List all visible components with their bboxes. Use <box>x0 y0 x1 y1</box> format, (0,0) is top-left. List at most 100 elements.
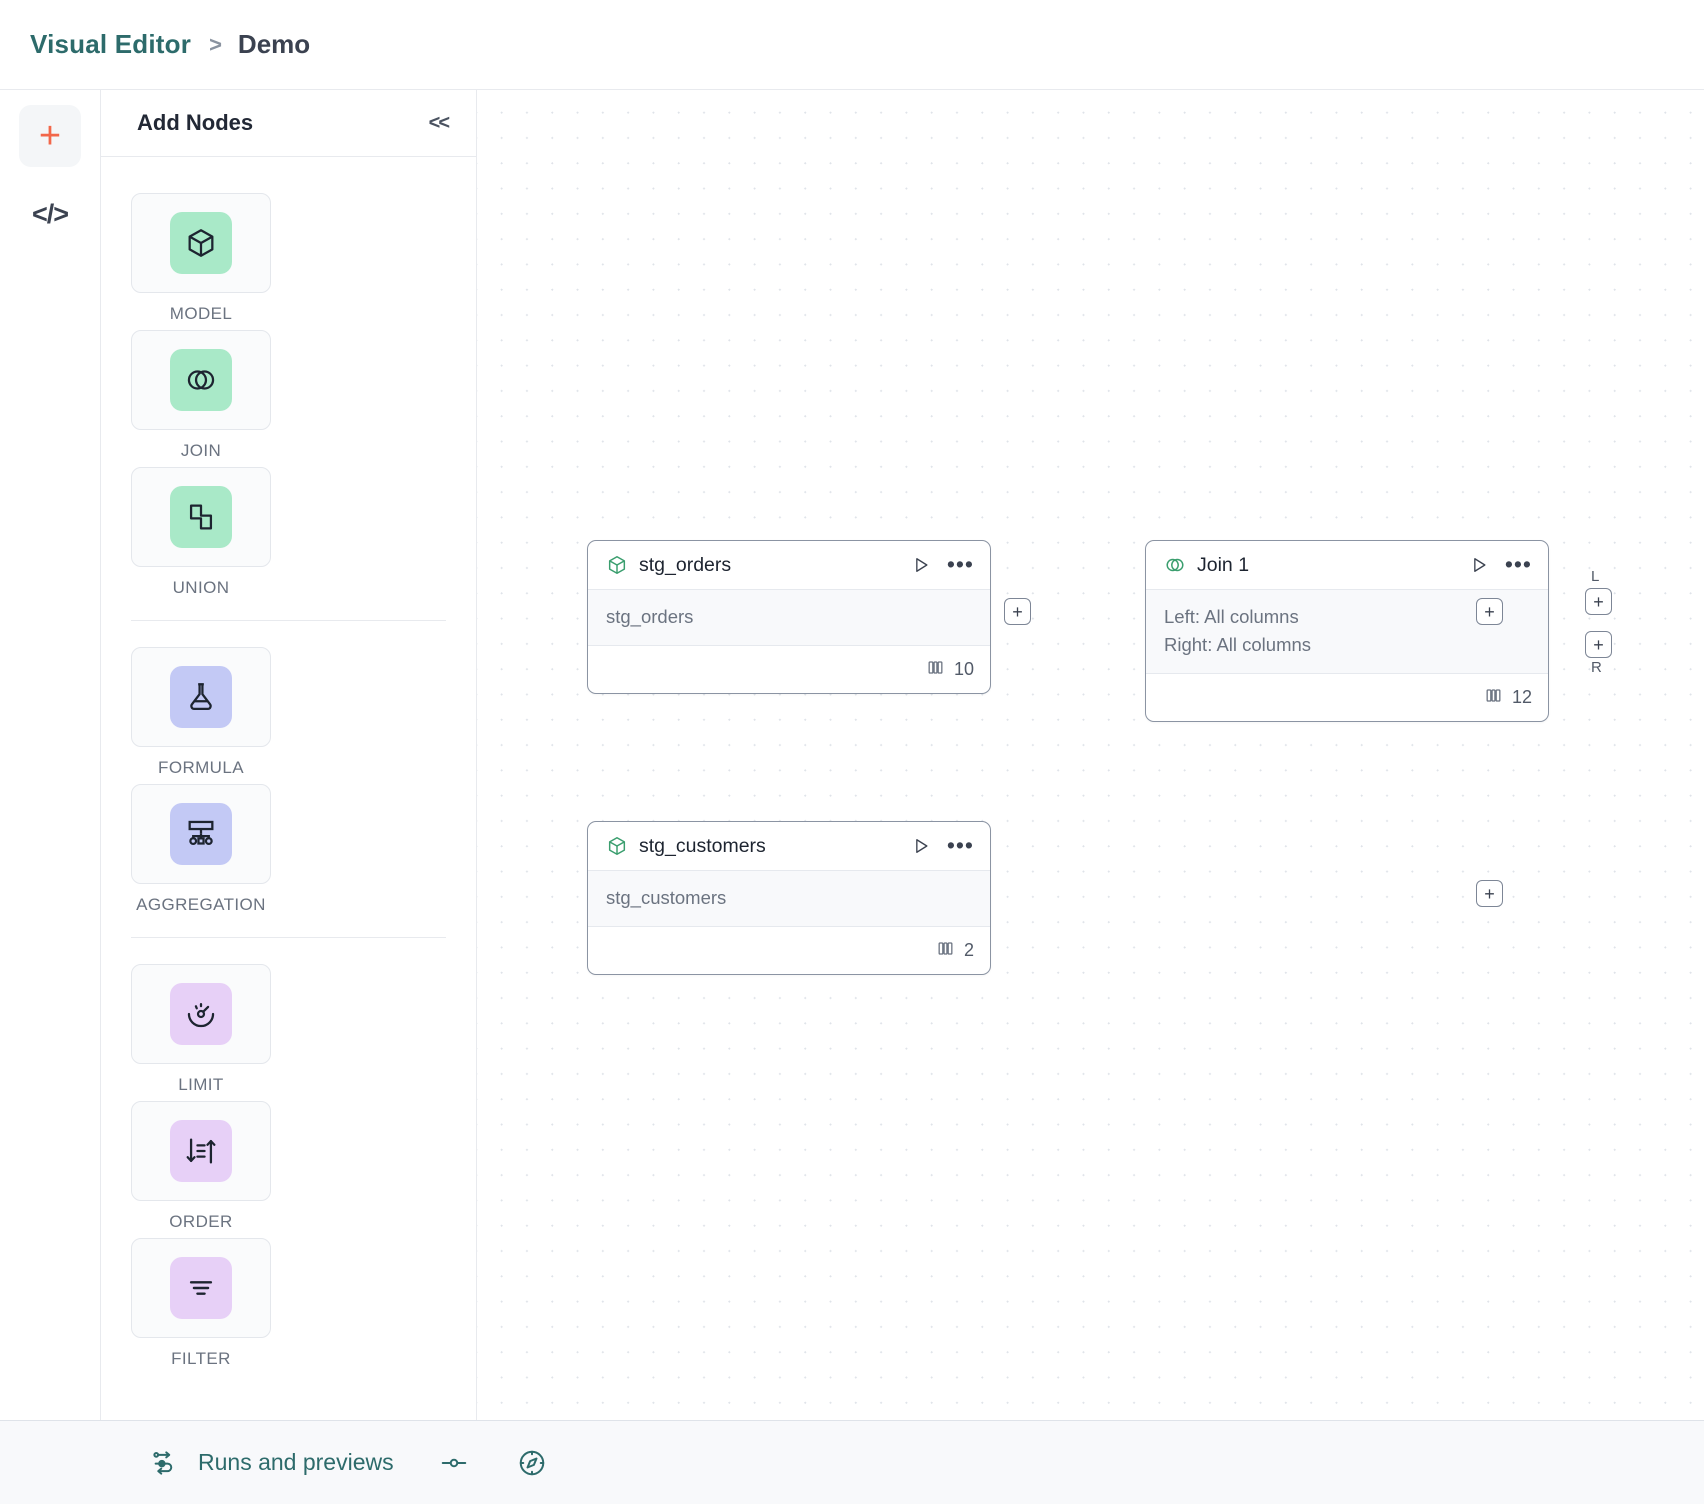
node-footer: 12 <box>1146 674 1548 721</box>
input-port-label-left: L <box>1591 568 1600 585</box>
join-tile[interactable] <box>131 330 271 430</box>
node-header: stg_customers ••• <box>588 822 990 871</box>
cube-icon <box>606 835 628 857</box>
filter-tile[interactable] <box>131 1238 271 1338</box>
aggregation-icon <box>170 803 232 865</box>
columns-count: 12 <box>1511 687 1532 708</box>
limit-tile[interactable] <box>131 964 271 1064</box>
add-button[interactable]: + <box>19 105 81 167</box>
flow-node-join-1[interactable]: Join 1 ••• Left: All columns Ri <box>1145 540 1549 723</box>
slider-toggle-icon[interactable] <box>439 1448 469 1478</box>
code-icon: </> <box>31 198 69 229</box>
panel-header: Add Nodes << <box>101 90 476 157</box>
more-options-icon[interactable]: ••• <box>946 551 974 578</box>
filter-icon <box>170 1257 232 1319</box>
join-label: JOIN <box>180 441 222 460</box>
node-header: stg_orders ••• <box>588 541 990 590</box>
model-label: MODEL <box>169 304 233 323</box>
left-rail: + </> <box>0 90 101 1420</box>
node-actions: ••• <box>911 551 974 578</box>
breadcrumb-current: Demo <box>237 29 311 59</box>
input-port-right[interactable]: + <box>1585 631 1612 658</box>
breadcrumb-root[interactable]: Visual Editor <box>30 29 192 59</box>
node-row-left: Left: All columns <box>1164 606 1299 627</box>
node-type-model[interactable]: MODEL <box>131 193 271 324</box>
node-type-aggregation[interactable]: AGGREGATION <box>131 784 271 915</box>
formula-label: FORMULA <box>158 758 244 777</box>
order-label: ORDER <box>169 1212 233 1231</box>
formula-tile[interactable] <box>131 647 271 747</box>
canvas-wrapper: stg_orders ••• stg_orders <box>477 90 1704 1420</box>
collapse-panel-button[interactable]: << <box>428 111 450 134</box>
join-circles-icon <box>170 349 232 411</box>
edge-layer <box>477 90 777 240</box>
filter-label: FILTER <box>171 1349 231 1368</box>
input-port-label-right: R <box>1591 659 1602 676</box>
input-port-left[interactable]: + <box>1585 588 1612 615</box>
port-plus-icon: + <box>1012 601 1023 622</box>
more-options-icon[interactable]: ••• <box>1504 551 1532 578</box>
union-tile[interactable] <box>131 467 271 567</box>
columns-icon <box>926 658 945 682</box>
play-icon[interactable] <box>911 555 931 575</box>
node-row: stg_orders <box>606 606 694 627</box>
node-type-join[interactable]: JOIN <box>131 330 271 461</box>
sort-icon <box>170 1120 232 1182</box>
node-body: stg_customers <box>588 871 990 928</box>
app-header: Visual Editor > Demo <box>0 0 1704 90</box>
node-title: stg_customers <box>639 834 766 857</box>
union-label: UNION <box>172 578 230 597</box>
node-row-right: Right: All columns <box>1164 634 1312 656</box>
bottom-bar: Runs and previews <box>0 1420 1704 1504</box>
port-plus-icon: + <box>1484 883 1495 904</box>
node-group-transforms: FORMULA AGGREGATIO <box>131 647 446 921</box>
orders-output-port[interactable]: + <box>1476 598 1503 625</box>
cube-icon <box>606 554 628 576</box>
gauge-icon <box>170 983 232 1045</box>
order-tile[interactable] <box>131 1101 271 1201</box>
port-plus-icon: + <box>1593 634 1604 655</box>
compass-icon[interactable] <box>517 1448 547 1478</box>
node-type-union[interactable]: UNION <box>131 467 271 598</box>
flask-icon <box>170 666 232 728</box>
code-button[interactable]: </> <box>19 183 81 245</box>
panel-title: Add Nodes <box>137 110 254 135</box>
panel-divider-1 <box>131 620 446 621</box>
node-header: Join 1 ••• <box>1146 541 1548 590</box>
play-icon[interactable] <box>911 836 931 856</box>
add-nodes-panel: Add Nodes << <box>101 90 477 1420</box>
panel-divider-2 <box>131 937 446 938</box>
node-type-filter[interactable]: FILTER <box>131 1238 271 1369</box>
node-title: stg_orders <box>639 553 732 576</box>
columns-icon <box>1484 686 1503 710</box>
more-options-icon[interactable]: ••• <box>946 832 974 859</box>
node-actions: ••• <box>911 832 974 859</box>
limit-label: LIMIT <box>178 1075 224 1094</box>
runs-and-previews-button[interactable]: Runs and previews <box>198 1449 394 1475</box>
panel-body: MODEL JOIN <box>101 157 476 1420</box>
app-body: + </> Add Nodes << <box>0 90 1704 1420</box>
node-type-order[interactable]: ORDER <box>131 1101 271 1232</box>
columns-icon <box>936 939 955 963</box>
flow-node-stg-customers[interactable]: stg_customers ••• stg_customers <box>587 821 991 976</box>
aggregation-label: AGGREGATION <box>136 895 266 914</box>
node-title: Join 1 <box>1197 553 1250 576</box>
play-icon[interactable] <box>1469 555 1489 575</box>
flow-canvas[interactable]: stg_orders ••• stg_orders <box>477 90 1704 1420</box>
node-type-formula[interactable]: FORMULA <box>131 647 271 778</box>
node-type-limit[interactable]: LIMIT <box>131 964 271 1095</box>
cube-icon <box>170 212 232 274</box>
port-plus-icon: + <box>1593 591 1604 612</box>
flow-node-stg-orders[interactable]: stg_orders ••• stg_orders <box>587 540 1031 695</box>
breadcrumb-separator: > <box>209 31 222 57</box>
columns-count: 2 <box>963 940 974 961</box>
join-circles-icon <box>1164 554 1186 576</box>
runs-flow-icon[interactable] <box>150 1448 180 1478</box>
union-squares-icon <box>170 486 232 548</box>
node-row: stg_customers <box>606 887 727 908</box>
customers-output-port[interactable]: + <box>1476 880 1503 907</box>
output-port[interactable]: + <box>1004 598 1031 625</box>
model-tile[interactable] <box>131 193 271 293</box>
aggregation-tile[interactable] <box>131 784 271 884</box>
